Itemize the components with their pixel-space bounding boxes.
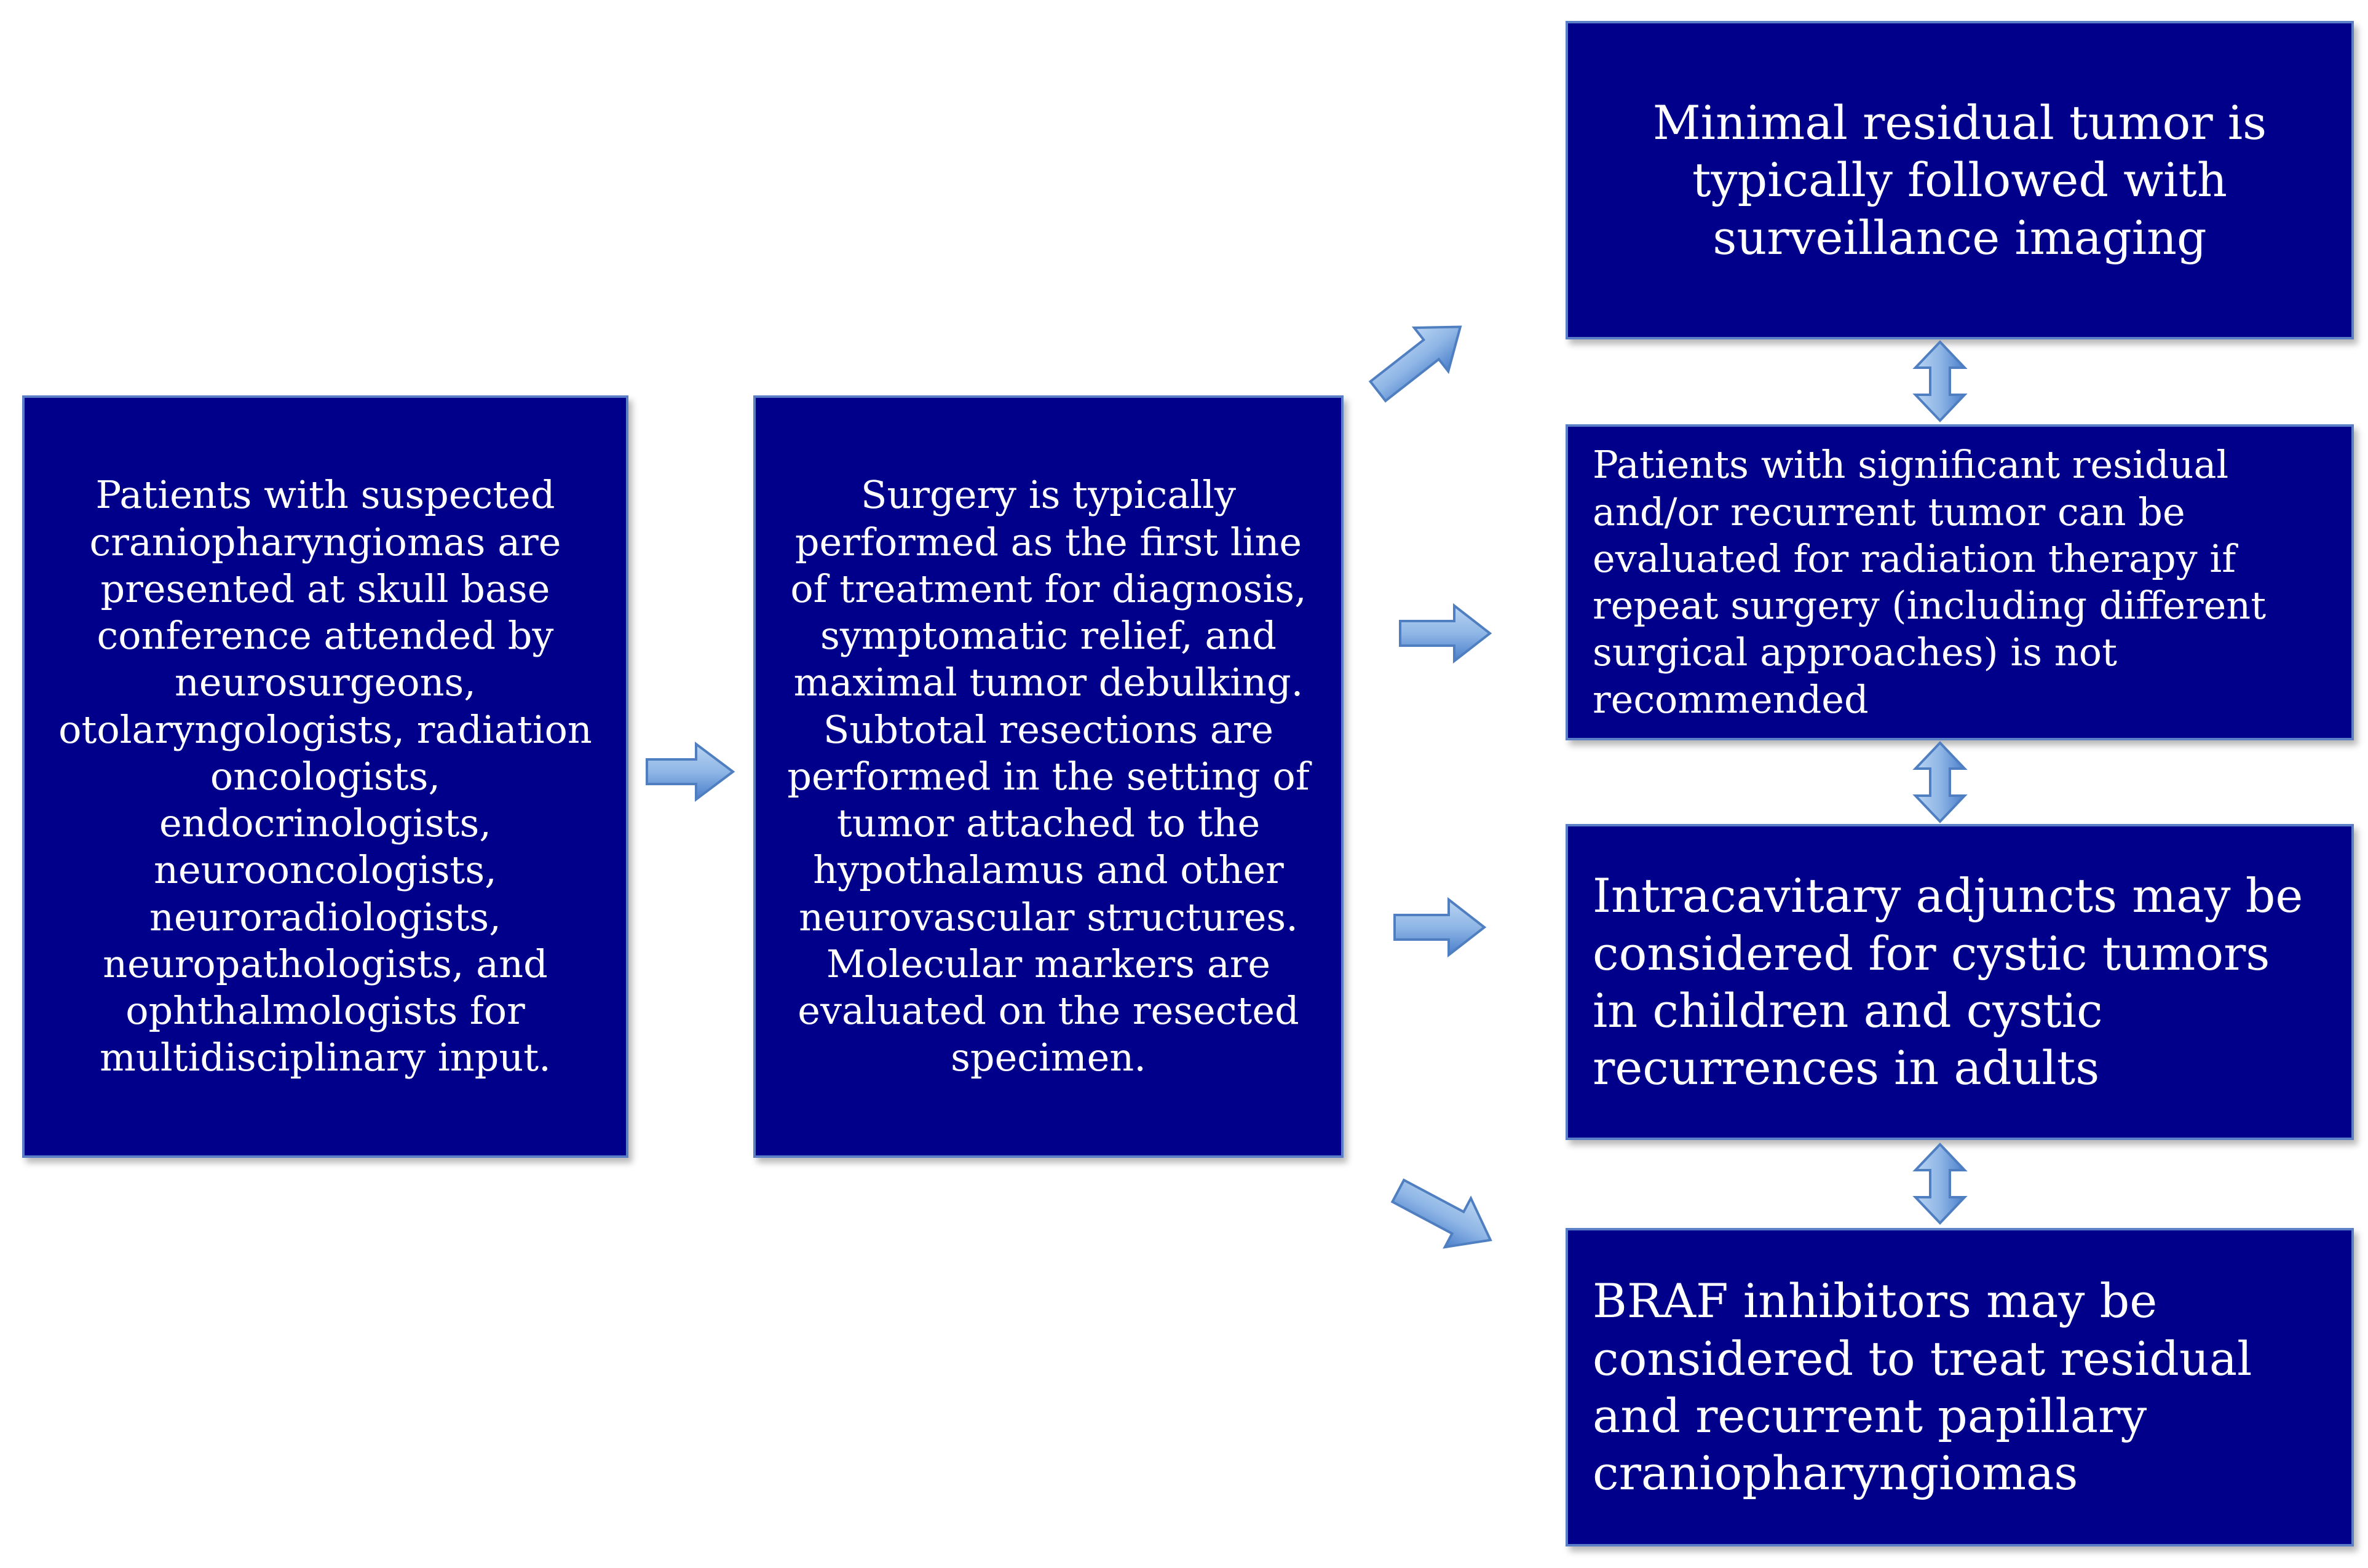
box-significant-residual-text: Patients with significant residual and/o…: [1593, 442, 2267, 722]
arrow-up-right-icon: [1368, 325, 1462, 403]
box-surgery: Surgery is typically performed as the fi…: [753, 395, 1344, 1158]
double-arrow-vertical-icon: [1912, 340, 1968, 422]
double-arrow-vertical-icon: [1912, 1142, 1968, 1225]
box-patients-text: Patients with suspected craniopharyngiom…: [58, 472, 592, 1080]
arrow-down-right-icon: [1390, 1178, 1492, 1249]
box-braf-inhibitors: BRAF inhibitors may be considered to tre…: [1566, 1228, 2354, 1546]
box-intracavitary-adjuncts: Intracavitary adjuncts may be considered…: [1566, 824, 2354, 1140]
arrow-right-icon: [1393, 897, 1487, 958]
box-surgery-text: Surgery is typically performed as the fi…: [787, 472, 1310, 1080]
box-significant-residual: Patients with significant residual and/o…: [1566, 424, 2354, 740]
box-patients-conference: Patients with suspected craniopharyngiom…: [22, 395, 628, 1158]
box-intracavitary-adjuncts-text: Intracavitary adjuncts may be considered…: [1593, 868, 2303, 1096]
arrow-right-icon: [1399, 603, 1492, 664]
box-minimal-residual: Minimal residual tumor is typically foll…: [1566, 21, 2354, 339]
double-arrow-vertical-icon: [1912, 741, 1968, 823]
box-braf-inhibitors-text: BRAF inhibitors may be considered to tre…: [1593, 1273, 2252, 1501]
box-minimal-residual-text: Minimal residual tumor is typically foll…: [1652, 95, 2267, 265]
arrow-right-icon: [646, 742, 735, 802]
